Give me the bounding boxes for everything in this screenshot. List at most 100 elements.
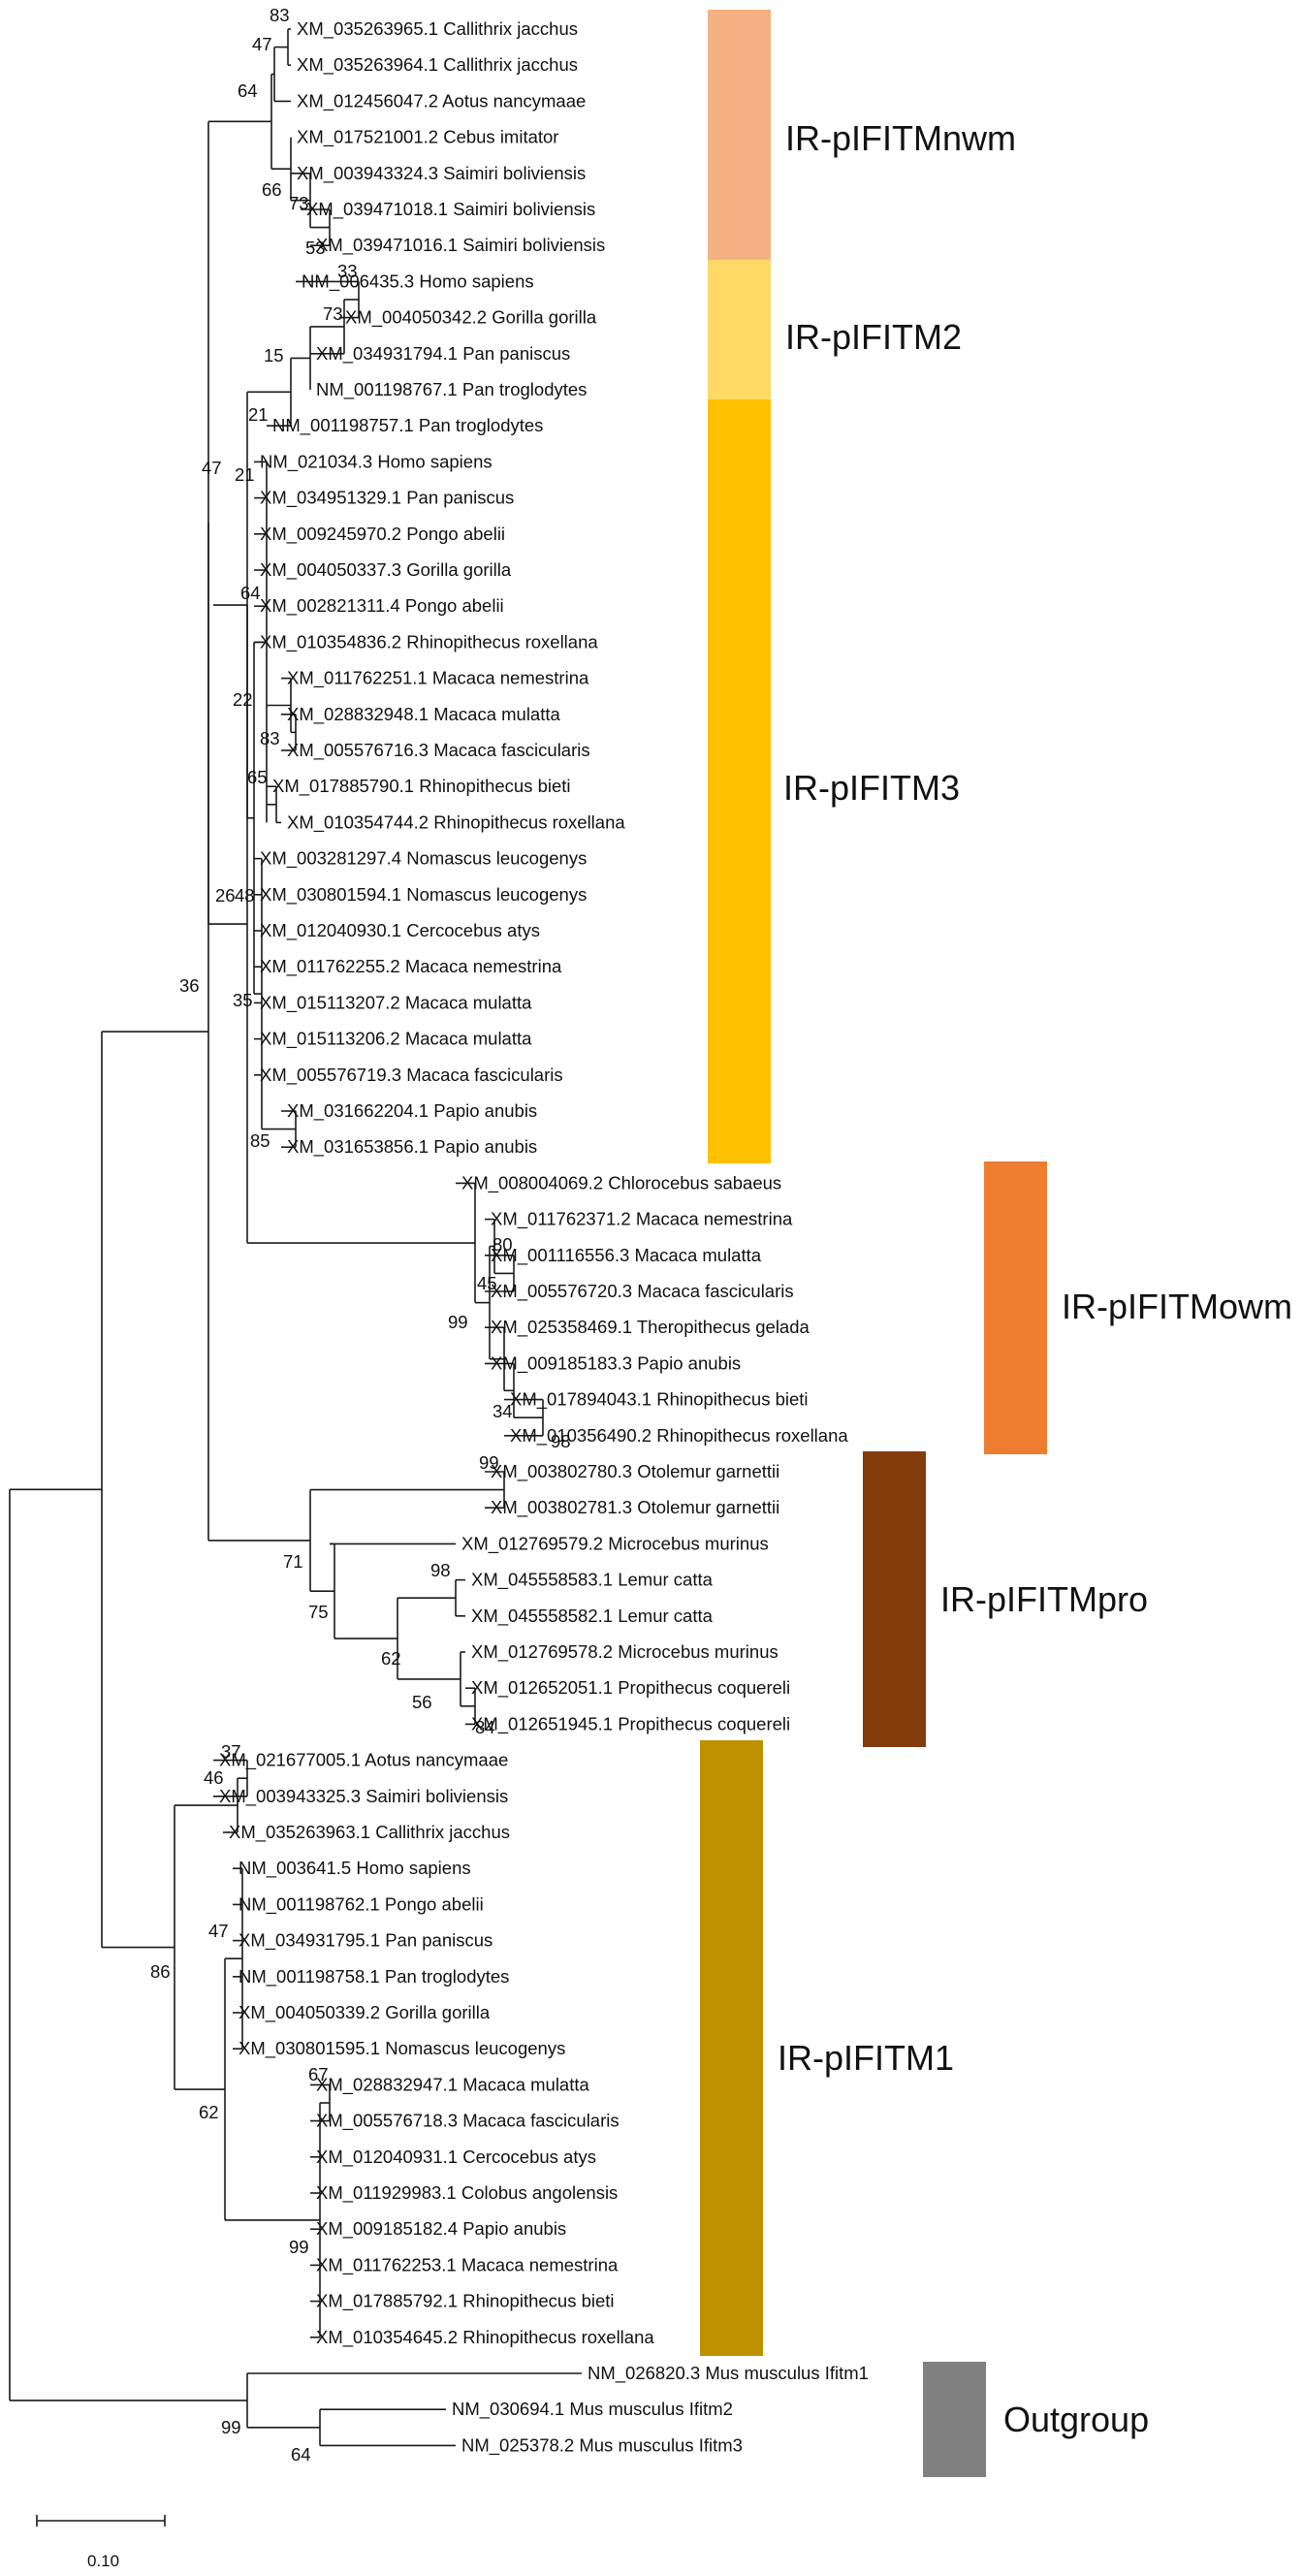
bootstrap-value: 73: [289, 193, 309, 213]
leaf-label: XM_009245970.2 Pongo abelii: [260, 524, 505, 545]
bootstrap-value: 53: [305, 238, 326, 258]
clade-label: IR-pIFITM1: [778, 2038, 954, 2078]
leaf-label: XM_012651945.1 Propithecus coquereli: [471, 1713, 790, 1734]
clade-label: IR-pIFITMnwm: [785, 118, 1016, 158]
leaf-label: XM_028832948.1 Macaca mulatta: [287, 704, 561, 725]
clade-label: IR-pIFITMowm: [1062, 1287, 1292, 1326]
leaf-label: XM_004050339.2 Gorilla gorilla: [238, 2002, 491, 2023]
bootstrap-value: 37: [221, 1741, 241, 1762]
clade-bars: IR-pIFITMnwmIR-pIFITM2IR-pIFITM3IR-pIFIT…: [700, 10, 1292, 2477]
bootstrap-value: 80: [493, 1234, 513, 1255]
bootstrap-value: 75: [308, 1602, 329, 1622]
clade-bar: [700, 1740, 763, 2356]
clade-bar: [708, 260, 771, 399]
leaf-label: XM_003281297.4 Nomascus leucogenys: [260, 848, 587, 870]
leaf-label: XM_005576716.3 Macaca fascicularis: [287, 740, 590, 761]
leaf-label: XM_035263964.1 Callithrix jacchus: [297, 54, 578, 76]
leaf-label: NM_025378.2 Mus musculus Ifitm3: [461, 2434, 743, 2456]
bootstrap-value: 22: [233, 689, 253, 710]
leaf-label: XM_008004069.2 Chlorocebus sabaeus: [461, 1172, 781, 1193]
leaf-label: XM_010356490.2 Rhinopithecus roxellana: [510, 1425, 848, 1447]
bootstrap-value: 64: [240, 583, 261, 603]
bootstrap-value: 99: [479, 1452, 499, 1473]
leaf-label: XM_025358469.1 Theropithecus gelada: [491, 1317, 810, 1338]
leaf-label: XM_003802780.3 Otolemur garnettii: [491, 1461, 779, 1482]
leaf-label: XM_003802781.3 Otolemur garnettii: [491, 1497, 779, 1518]
leaf-label: NM_001198767.1 Pan troglodytes: [316, 379, 587, 400]
leaf-label: XM_017885790.1 Rhinopithecus bieti: [272, 776, 571, 797]
clade-bar: [708, 399, 771, 1163]
leaf-label: XM_005576719.3 Macaca fascicularis: [260, 1065, 563, 1086]
leaf-label: XM_009185182.4 Papio anubis: [316, 2218, 566, 2240]
bootstrap-value: 21: [248, 404, 269, 425]
bootstrap-value: 36: [179, 975, 200, 996]
leaf-label: XM_035263965.1 Callithrix jacchus: [297, 18, 578, 40]
leaf-label: XM_035263963.1 Callithrix jacchus: [229, 1822, 510, 1843]
bootstrap-value: 62: [199, 2102, 219, 2122]
bootstrap-value: 47: [252, 34, 272, 54]
bootstrap-value: 99: [289, 2237, 309, 2257]
leaf-label: XM_030801595.1 Nomascus leucogenys: [238, 2038, 565, 2059]
clade-label: IR-pIFITM3: [783, 768, 960, 808]
leaf-label: NM_006435.3 Homo sapiens: [302, 270, 534, 292]
bootstrap-value: 65: [247, 767, 268, 787]
leaf-label: XM_039471016.1 Saimiri boliviensis: [316, 235, 605, 256]
leaf-label: XM_011929983.1 Colobus angolensis: [316, 2182, 618, 2204]
leaf-label: XM_003943324.3 Saimiri boliviensis: [297, 163, 586, 184]
leaf-label: XM_012456047.2 Aotus nancymaae: [297, 90, 586, 111]
bootstrap-value: 26: [215, 885, 236, 906]
clade-bar: [984, 1161, 1047, 1454]
leaf-label: XM_011762251.1 Macaca nemestrina: [287, 668, 589, 689]
leaf-label: XM_012652051.1 Propithecus coquereli: [471, 1677, 790, 1699]
leaf-label: NM_021034.3 Homo sapiens: [260, 451, 493, 472]
leaf-label: XM_011762371.2 Macaca nemestrina: [491, 1209, 793, 1230]
leaf-label: XM_017894043.1 Rhinopithecus bieti: [510, 1389, 809, 1411]
leaf-label: XM_004050337.3 Gorilla gorilla: [260, 559, 512, 581]
bootstrap-value: 45: [477, 1273, 497, 1293]
leaf-label: XM_005576718.3 Macaca fascicularis: [316, 2111, 620, 2132]
leaf-label: XM_012769579.2 Microcebus murinus: [461, 1533, 769, 1554]
leaf-label: XM_009185183.3 Papio anubis: [491, 1352, 741, 1374]
bootstrap-value: 47: [202, 458, 222, 478]
bootstrap-value: 99: [448, 1312, 468, 1332]
bootstrap-value: 64: [238, 80, 258, 101]
leaf-label: XM_010354645.2 Rhinopithecus roxellana: [316, 2327, 654, 2348]
bootstrap-value: 83: [260, 728, 280, 748]
leaf-label: XM_011762253.1 Macaca nemestrina: [316, 2254, 619, 2275]
leaf-label: NM_030694.1 Mus musculus Ifitm2: [452, 2399, 733, 2420]
leaf-label: NM_026820.3 Mus musculus Ifitm1: [588, 2363, 869, 2384]
clade-bar: [863, 1451, 926, 1747]
bootstrap-value: 84: [475, 1717, 495, 1737]
bootstrap-value: 99: [221, 2417, 241, 2437]
bootstrap-value: 98: [430, 1560, 451, 1580]
leaf-label: NM_001198758.1 Pan troglodytes: [238, 1966, 509, 1988]
bootstrap-value: 66: [262, 179, 282, 200]
leaf-label: XM_003943325.3 Saimiri boliviensis: [219, 1786, 508, 1807]
leaf-label: XM_017885792.1 Rhinopithecus bieti: [316, 2291, 615, 2312]
bootstrap-value: 85: [250, 1130, 270, 1151]
clade-label: Outgroup: [1003, 2400, 1149, 2439]
bootstrap-value: 34: [493, 1401, 513, 1421]
bootstrap-value: 35: [233, 990, 253, 1010]
bootstrap-value: 62: [381, 1648, 401, 1669]
leaf-label: XM_004050342.2 Gorilla gorilla: [345, 307, 597, 329]
leaf-label: XM_011762255.2 Macaca nemestrina: [260, 956, 562, 977]
leaf-label: XM_045558582.1 Lemur catta: [471, 1606, 714, 1627]
bootstrap-value: 33: [337, 261, 358, 281]
leaf-label: XM_002821311.4 Pongo abelii: [260, 595, 504, 617]
leaf-label: XM_034931795.1 Pan paniscus: [238, 1930, 493, 1952]
leaf-label: NM_003641.5 Homo sapiens: [238, 1858, 471, 1879]
leaf-label: NM_001198757.1 Pan troglodytes: [272, 415, 543, 436]
leaf-label: XM_001116556.3 Macaca mulatta: [491, 1245, 762, 1266]
bootstrap-value: 47: [208, 1921, 229, 1941]
bootstrap-value: 83: [270, 5, 290, 25]
bootstrap-value: 21: [235, 464, 255, 485]
bootstrap-value: 73: [323, 303, 343, 324]
bootstrap-value: 71: [283, 1551, 303, 1572]
leaf-label: XM_034951329.1 Pan paniscus: [260, 488, 514, 509]
clade-bar: [923, 2362, 986, 2477]
leaf-label: XM_012769578.2 Microcebus murinus: [471, 1641, 779, 1663]
leaf-label: XM_010354744.2 Rhinopithecus roxellana: [287, 811, 625, 833]
